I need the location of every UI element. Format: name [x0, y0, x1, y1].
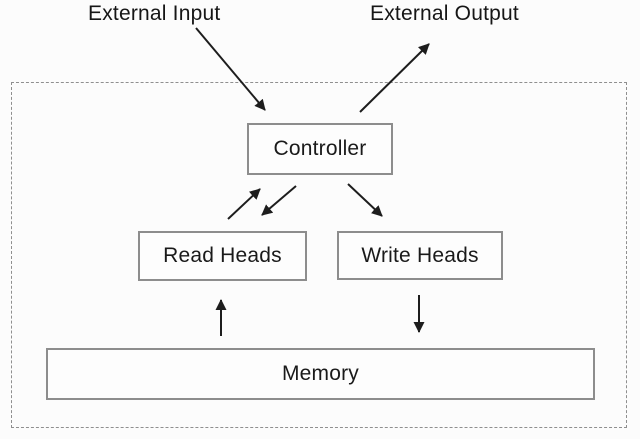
external-output-label: External Output — [370, 2, 519, 25]
write-heads-node: Write Heads — [337, 231, 503, 280]
memory-node: Memory — [46, 348, 595, 400]
controller-node-label: Controller — [273, 137, 367, 160]
controller-node: Controller — [247, 123, 393, 175]
external-input-label: External Input — [88, 2, 221, 25]
read-heads-node: Read Heads — [138, 231, 307, 281]
memory-node-label: Memory — [281, 362, 360, 385]
write-heads-node-label: Write Heads — [361, 243, 479, 267]
dashed-boundary-box — [11, 82, 627, 428]
read-heads-node-label: Read Heads — [163, 244, 282, 267]
